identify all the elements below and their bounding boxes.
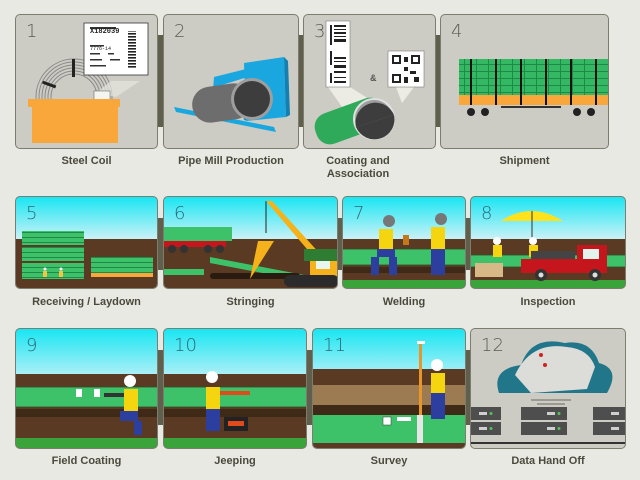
step-3-label: Coating and Association	[326, 155, 390, 180]
step-1-label: Steel Coil	[61, 155, 112, 167]
connector-7-8	[463, 218, 472, 270]
step-number: 10	[174, 335, 197, 356]
step-6-panel: 6	[163, 196, 338, 289]
step-9-panel: 9	[15, 328, 158, 449]
field-coating-worker-icon	[76, 375, 142, 435]
step-number: 2	[174, 21, 186, 42]
connector-11-12	[463, 350, 472, 425]
connector-2-3	[296, 35, 305, 127]
step-4-label: Shipment	[499, 155, 550, 167]
crane-stringing-icon	[164, 201, 337, 287]
step-number: 1	[26, 21, 38, 42]
step-12-panel: 12	[470, 328, 626, 449]
step-number: 8	[481, 203, 493, 224]
step-11-label: Survey	[370, 455, 408, 467]
coil-tag-id: X182039	[90, 28, 120, 36]
surveyor-icon	[382, 341, 445, 443]
connector-10-11	[305, 350, 314, 425]
step-3-panel: 3 &	[303, 14, 436, 149]
step-9-label: Field Coating	[51, 455, 122, 467]
step-10-panel: 10	[163, 328, 307, 449]
step-number: 6	[174, 203, 186, 224]
step-number: 5	[26, 203, 38, 224]
step-number: 3	[314, 21, 326, 42]
step-11-panel: 11	[312, 328, 466, 449]
ampersand: &	[370, 73, 377, 83]
connector-3-4	[433, 35, 442, 127]
step-12-label: Data Hand Off	[511, 455, 585, 467]
step-number: 11	[323, 335, 346, 356]
step-5-panel: 5	[15, 196, 158, 289]
jeeping-worker-icon	[206, 371, 250, 431]
inspection-truck-icon	[475, 211, 607, 281]
pipe-yard-icon	[22, 231, 153, 279]
steel-coil-icon	[28, 22, 149, 143]
step-1-panel: 1 X182039 7776-14	[15, 14, 158, 149]
connector-5-6	[156, 218, 165, 270]
step-8-panel: 8	[470, 196, 626, 289]
coil-tag-code: 7776-14	[90, 46, 112, 52]
step-number: 7	[353, 203, 365, 224]
step-10-label: Jeeping	[214, 455, 256, 467]
rail-car-icon	[459, 59, 608, 116]
pipe-mill-icon	[174, 57, 290, 132]
welders-icon	[371, 213, 447, 275]
connector-6-7	[335, 218, 344, 270]
step-2-panel: 2	[163, 14, 299, 149]
cloud-map-servers-icon	[471, 341, 625, 444]
step-5-label: Receiving / Laydown	[32, 296, 141, 308]
step-number: 12	[481, 335, 504, 356]
step-4-panel: 4	[440, 14, 609, 149]
connector-9-10	[156, 350, 165, 425]
step-8-label: Inspection	[520, 296, 576, 308]
coated-pipe-barcode-icon	[314, 20, 425, 145]
step-2-label: Pipe Mill Production	[178, 155, 284, 167]
step-6-label: Stringing	[226, 296, 275, 308]
step-7-label: Welding	[382, 296, 426, 308]
step-number: 4	[451, 21, 463, 42]
step-number: 9	[26, 335, 38, 356]
connector-1-2	[156, 35, 165, 127]
step-7-panel: 7	[342, 196, 466, 289]
